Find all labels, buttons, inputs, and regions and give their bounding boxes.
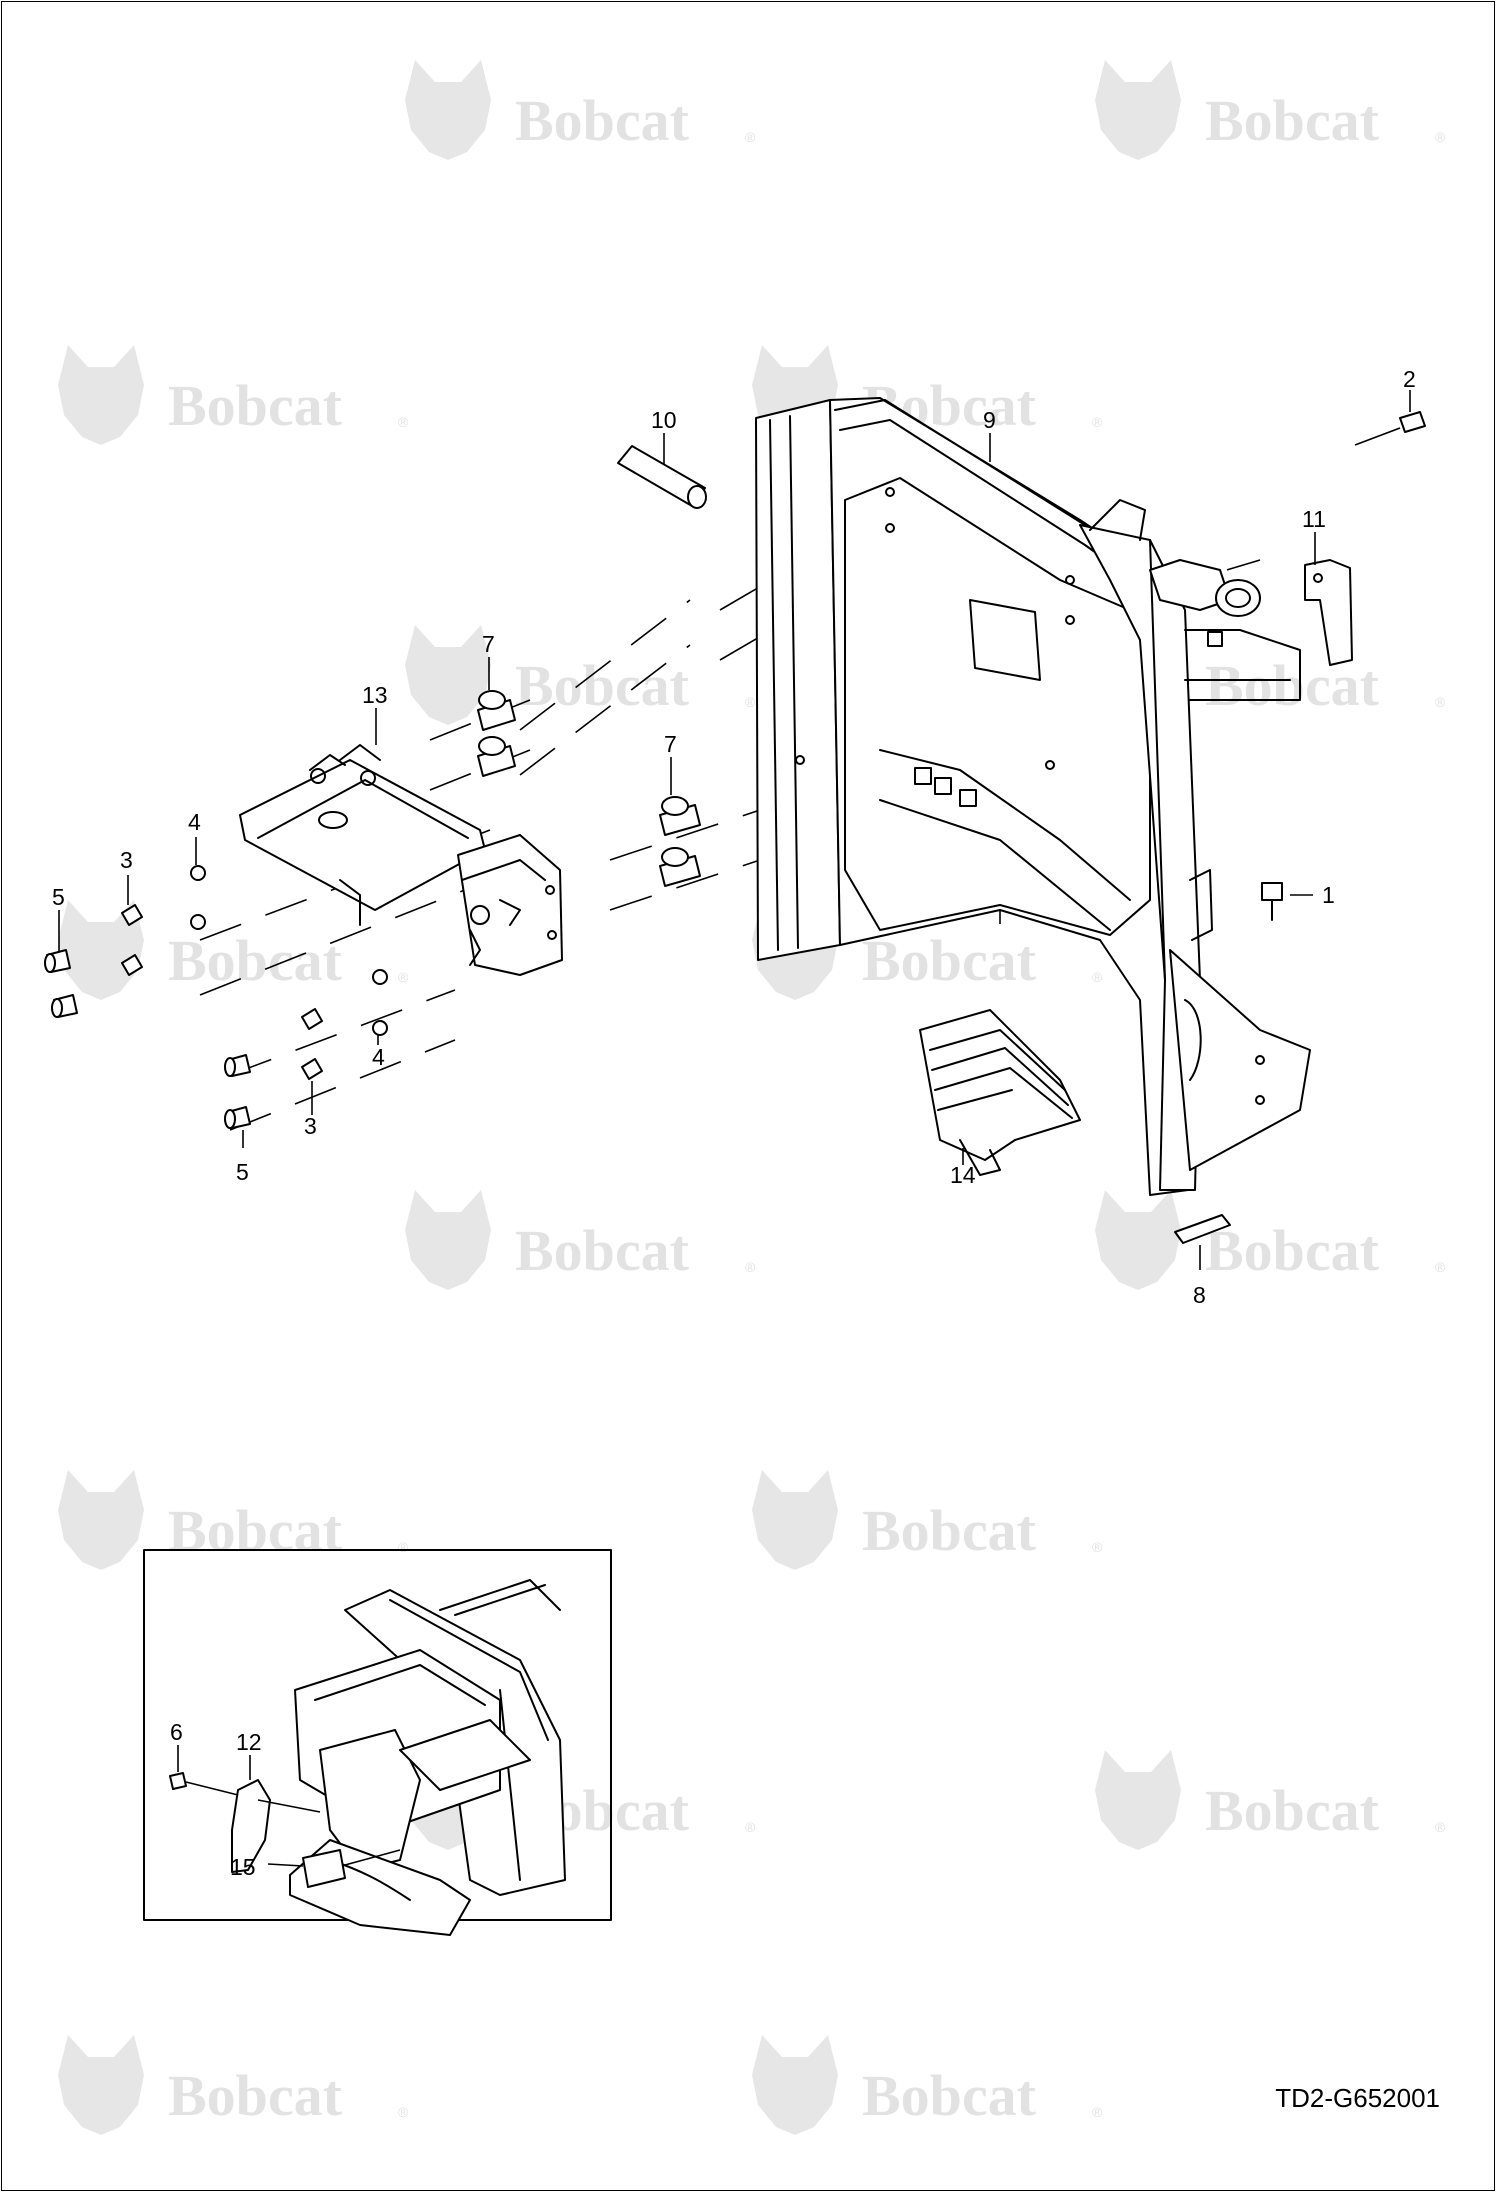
watermark-10: Bobcat ®	[1095, 1190, 1446, 1290]
bolt-part-2	[1354, 411, 1426, 446]
svg-text:Bobcat: Bobcat	[515, 1218, 690, 1283]
svg-text:®: ®	[1435, 694, 1446, 710]
callout-8: 8	[1193, 1282, 1206, 1308]
rubber-boot-part	[919, 1009, 1081, 1176]
fasteners-upper-left	[44, 865, 206, 1018]
watermark-15: Bobcat ®	[58, 2035, 409, 2135]
inset-detail-view	[143, 1549, 612, 1936]
svg-text:®: ®	[398, 969, 409, 985]
watermark-5: Bobcat ®	[405, 625, 756, 725]
callout-7-right: 7	[664, 731, 677, 757]
callout-1: 1	[1322, 882, 1335, 908]
drawing-code: TD2-G652001	[1275, 2083, 1440, 2113]
bracket-plate-part	[1304, 559, 1353, 666]
svg-text:®: ®	[1092, 969, 1103, 985]
callout-labels: 1 2 3 3 4 4 5 5 6 7 7 8 9 10 11 12 13 14…	[52, 366, 1416, 1880]
leader-lines	[58, 390, 1411, 1867]
svg-text:Bobcat: Bobcat	[1205, 88, 1380, 153]
watermark-11: Bobcat ®	[58, 1470, 409, 1570]
svg-text:®: ®	[398, 2104, 409, 2120]
console-frame-part	[755, 397, 1311, 1196]
callout-4-lower: 4	[372, 1044, 385, 1070]
svg-text:®: ®	[1435, 1259, 1446, 1275]
callout-2: 2	[1403, 366, 1416, 392]
callout-3-lower: 3	[304, 1113, 317, 1139]
watermark-8: Bobcat ®	[752, 900, 1103, 1000]
watermark-1: Bobcat ®	[405, 60, 756, 160]
svg-text:®: ®	[398, 1539, 409, 1555]
svg-text:Bobcat: Bobcat	[1205, 1778, 1380, 1843]
svg-text:Bobcat: Bobcat	[168, 2063, 343, 2128]
svg-text:®: ®	[398, 414, 409, 430]
svg-text:Bobcat: Bobcat	[168, 1498, 343, 1563]
svg-text:Bobcat: Bobcat	[862, 1498, 1037, 1563]
watermark-6: Bobcat ®	[1095, 625, 1446, 725]
callout-5-upper: 5	[52, 884, 65, 910]
tray-bracket-part	[239, 744, 563, 976]
callout-11: 11	[1302, 506, 1326, 532]
gasket-strip-part	[617, 445, 707, 509]
svg-text:®: ®	[745, 1819, 756, 1835]
callout-15: 15	[230, 1854, 256, 1880]
watermark-2: Bobcat ®	[1095, 60, 1446, 160]
svg-text:®: ®	[1092, 1539, 1103, 1555]
rubber-mounts-lower	[659, 796, 701, 887]
svg-text:Bobcat: Bobcat	[862, 2063, 1037, 2128]
callout-9: 9	[983, 407, 996, 433]
svg-text:Bobcat: Bobcat	[515, 88, 690, 153]
callout-4-upper: 4	[188, 809, 201, 835]
seal-strip-part	[1174, 1214, 1231, 1244]
callout-7-left: 7	[482, 631, 495, 657]
watermark-7: Bobcat ®	[58, 900, 409, 1000]
svg-text:Bobcat: Bobcat	[1205, 1218, 1380, 1283]
callout-10: 10	[651, 407, 677, 433]
callout-13: 13	[362, 682, 388, 708]
callout-14: 14	[950, 1162, 976, 1188]
callout-12: 12	[236, 1729, 262, 1755]
fasteners-lower-center	[224, 969, 388, 1129]
callout-6: 6	[170, 1719, 183, 1745]
bolt-part-1	[1261, 882, 1283, 921]
watermark-layer: Bobcat® Bobcat® Bobcat® Bobcat® Bobcat® …	[58, 60, 1446, 2135]
svg-text:®: ®	[745, 694, 756, 710]
svg-text:Bobcat: Bobcat	[862, 928, 1037, 993]
watermark-16: Bobcat ®	[752, 2035, 1103, 2135]
watermark-9: Bobcat ®	[405, 1190, 756, 1290]
svg-text:®: ®	[1092, 414, 1103, 430]
svg-text:®: ®	[1435, 1819, 1446, 1835]
svg-text:®: ®	[1092, 2104, 1103, 2120]
svg-text:Bobcat: Bobcat	[1205, 653, 1380, 718]
watermark-12: Bobcat ®	[752, 1470, 1103, 1570]
callout-5-lower: 5	[236, 1159, 249, 1185]
watermark-14: Bobcat ®	[1095, 1750, 1446, 1850]
svg-text:®: ®	[1435, 129, 1446, 145]
callout-3-upper: 3	[120, 847, 133, 873]
svg-text:Bobcat: Bobcat	[168, 373, 343, 438]
rubber-mounts-upper	[477, 690, 516, 777]
svg-text:Bobcat: Bobcat	[168, 928, 343, 993]
svg-text:®: ®	[745, 129, 756, 145]
svg-text:Bobcat: Bobcat	[515, 653, 690, 718]
svg-text:®: ®	[745, 1259, 756, 1275]
watermark-3: Bobcat ®	[58, 345, 409, 445]
